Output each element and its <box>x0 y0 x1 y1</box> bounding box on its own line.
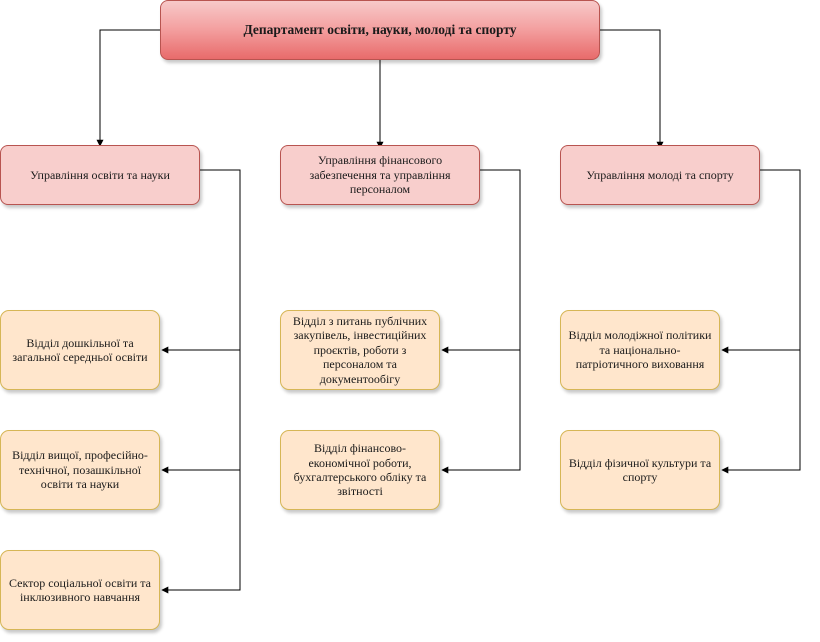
connector-mgmt-2-to-dept-2 <box>441 169 521 474</box>
department-unit-label: Відділ дошкільної та загальної середньої… <box>12 335 148 364</box>
department-unit-box: Відділ вищої, професійно-технічної, поза… <box>0 430 160 510</box>
connector-top-to-mgmt-1 <box>96 29 160 147</box>
department-label: Департамент освіти, науки, молоді та спо… <box>243 21 517 37</box>
connector-top-to-mgmt-3 <box>600 29 664 149</box>
connector-mgmt-1-to-dept-2 <box>161 169 241 474</box>
connector-mgmt-1-to-dept-3 <box>161 169 241 594</box>
management-label: Управління освіти та науки <box>30 167 170 182</box>
connector-mgmt-3-to-dept-2 <box>721 169 801 474</box>
department-unit-label: Відділ фізичної культури та спорту <box>568 455 712 484</box>
management-box-education: Управління освіти та науки <box>0 145 200 205</box>
department-box: Департамент освіти, науки, молоді та спо… <box>160 0 600 60</box>
department-unit-box: Відділ молодіжної політики та національн… <box>560 310 720 390</box>
department-unit-label: Відділ вищої, професійно-технічної, поза… <box>12 448 148 492</box>
department-unit-label: Відділ з питань публічних закупівель, ін… <box>292 314 428 386</box>
department-unit-box: Відділ фізичної культури та спорту <box>560 430 720 510</box>
department-unit-box: Сектор соціальної освіти та інклюзивного… <box>0 550 160 630</box>
management-label: Управління молоді та спорту <box>586 167 734 182</box>
department-unit-label: Сектор соціальної освіти та інклюзивного… <box>9 575 151 604</box>
department-unit-label: Відділ фінансово-економічної роботи, бух… <box>293 441 427 499</box>
management-box-finance: Управління фінансового забезпечення та у… <box>280 145 480 205</box>
department-unit-label: Відділ молодіжної політики та національн… <box>568 328 712 372</box>
department-unit-box: Відділ фінансово-економічної роботи, бух… <box>280 430 440 510</box>
management-box-youth-sport: Управління молоді та спорту <box>560 145 760 205</box>
management-label: Управління фінансового забезпечення та у… <box>309 153 451 197</box>
department-unit-box: Відділ з питань публічних закупівель, ін… <box>280 310 440 390</box>
department-unit-box: Відділ дошкільної та загальної середньої… <box>0 310 160 390</box>
